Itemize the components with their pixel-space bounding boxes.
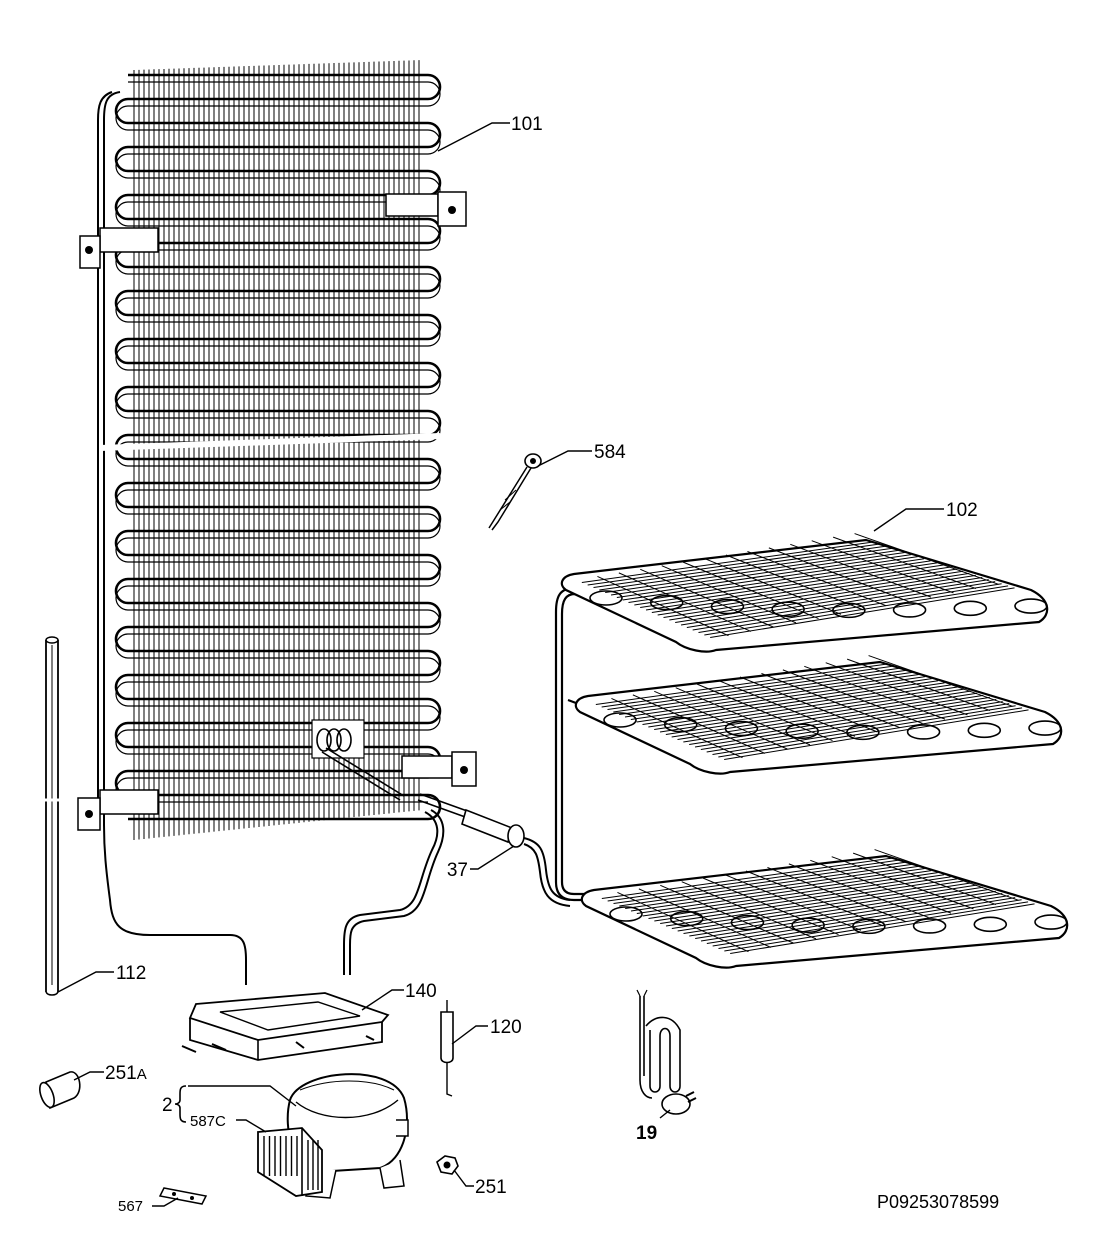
bracket-lower-right <box>401 751 477 787</box>
label-251a-number: 251 <box>105 1063 137 1084</box>
power-cord-part-19 <box>636 989 697 1115</box>
label-120: 120 <box>490 1017 522 1038</box>
leader-120 <box>451 1025 488 1045</box>
leader-584 <box>537 450 592 467</box>
grommet-part-251a <box>39 1071 81 1110</box>
label-587c: 587C <box>190 1113 226 1130</box>
leader-567 <box>152 1197 179 1207</box>
leader-251 <box>453 1169 474 1187</box>
label-584: 584 <box>594 442 626 463</box>
label-251a: 251A <box>105 1063 147 1084</box>
label-587c-suffix: C <box>215 1113 226 1130</box>
label-140: 140 <box>405 981 437 1002</box>
bracket-lower-left <box>77 789 159 831</box>
leader-19 <box>659 1109 671 1119</box>
leader-102 <box>873 508 944 532</box>
label-567: 567 <box>118 1198 143 1215</box>
label-2: 2 <box>162 1095 173 1116</box>
relay-part-587c <box>257 1127 323 1197</box>
leader-37 <box>470 845 515 870</box>
component-part-120 <box>440 1000 454 1097</box>
bracket-upper-right <box>385 191 467 227</box>
leader-112 <box>57 971 114 993</box>
leader-2 <box>188 1085 297 1107</box>
bracket-upper-left <box>79 227 159 269</box>
label-587c-number: 587 <box>190 1113 215 1130</box>
label-251a-suffix: A <box>137 1066 147 1083</box>
leader-lines <box>57 122 944 1207</box>
drawing-reference-number: P09253078599 <box>877 1192 999 1212</box>
thermostat-sensor-part-584 <box>488 453 542 531</box>
leader-101 <box>437 122 510 152</box>
label-112: 112 <box>116 963 146 984</box>
label-102: 102 <box>946 500 978 521</box>
evaporator-part-102 <box>554 533 1069 969</box>
label-19: 19 <box>636 1123 657 1144</box>
leader-587c <box>236 1119 267 1133</box>
bracket-brace-part-2 <box>174 1085 187 1123</box>
drip-tray-part-140 <box>181 992 390 1061</box>
label-37: 37 <box>447 860 468 881</box>
drier-filter-part-37 <box>417 793 571 907</box>
label-251: 251 <box>475 1177 507 1198</box>
leader-140 <box>361 989 404 1011</box>
condenser-part-101 <box>77 60 477 985</box>
label-101: 101 <box>511 114 543 135</box>
plate-part-567 <box>158 1187 208 1205</box>
nut-part-251 <box>436 1155 459 1175</box>
tube-part-112 <box>44 636 60 996</box>
leader-251a <box>73 1071 104 1081</box>
